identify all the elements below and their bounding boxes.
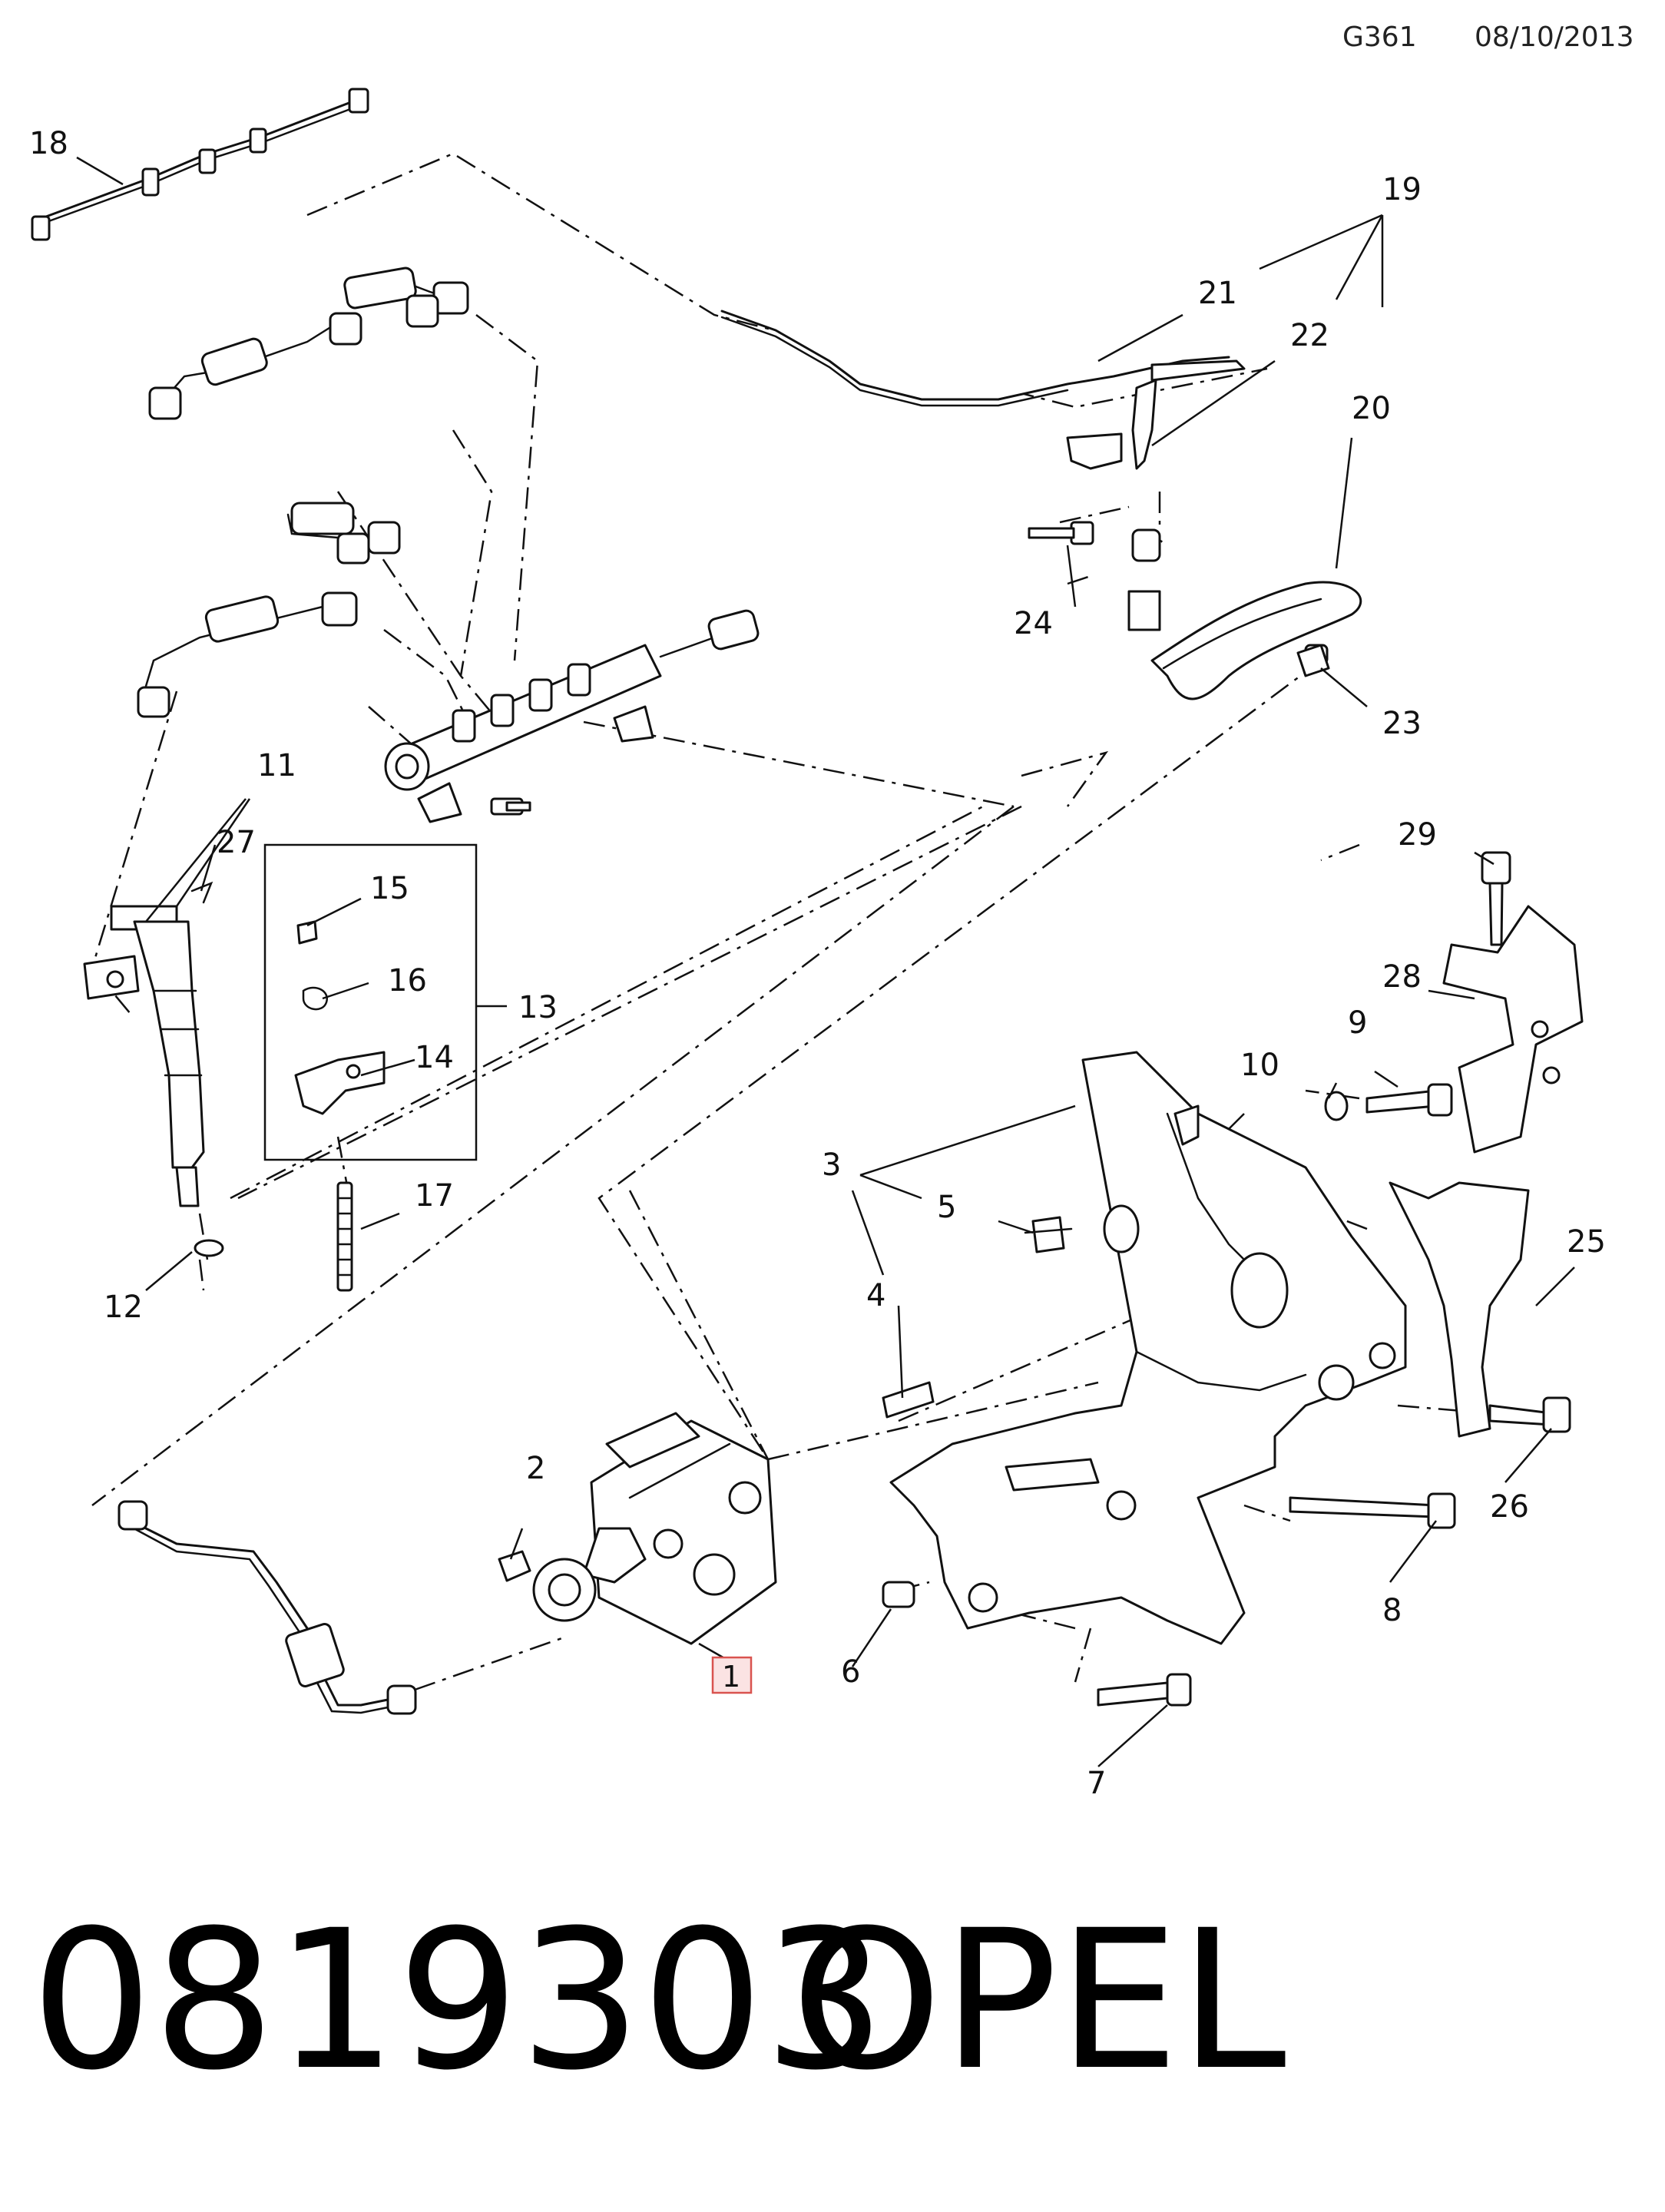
- return-line-manifold: [31, 88, 369, 241]
- diagram-code: G361: [1342, 22, 1417, 53]
- callout-22: 22: [1290, 318, 1329, 353]
- callout-9: 9: [1348, 1005, 1367, 1041]
- callout-19: 19: [1382, 172, 1422, 207]
- callout-18: 18: [29, 126, 68, 161]
- callout-13: 13: [518, 990, 558, 1025]
- dowel-4: [882, 1381, 935, 1419]
- callout-1-highlight: [711, 1656, 753, 1694]
- callout-labels: 18 19 21 22 20 24 23 11 27 15 16 13 14 1…: [29, 126, 1606, 1801]
- callout-20: 20: [1352, 391, 1391, 426]
- callout-11: 11: [257, 748, 296, 783]
- callout-5: 5: [937, 1190, 956, 1225]
- nut-2: [498, 1550, 531, 1582]
- clip-27: [190, 881, 214, 904]
- callout-23: 23: [1382, 706, 1422, 741]
- callout-17: 17: [415, 1178, 454, 1214]
- callout-27: 27: [217, 825, 256, 860]
- callout-12: 12: [104, 1290, 143, 1325]
- callout-8: 8: [1382, 1593, 1402, 1628]
- part-number: 0819303: [31, 1889, 886, 2112]
- bolt-8: [1289, 1492, 1456, 1529]
- bolt-24: [1028, 521, 1094, 545]
- callout-16: 16: [388, 963, 427, 998]
- high-pressure-fuel-pump: [532, 1412, 777, 1645]
- callout-28: 28: [1382, 959, 1422, 995]
- pump-bracket: [889, 1051, 1407, 1645]
- fuel-lines-upper: [137, 267, 469, 718]
- bracket-25: [1389, 1181, 1530, 1438]
- bracket-28: [1442, 905, 1584, 1154]
- callout-14: 14: [415, 1040, 454, 1075]
- sleeve-6: [882, 1581, 915, 1608]
- leader-lines: [76, 156, 1575, 1767]
- bolt-26: [1488, 1396, 1571, 1433]
- stud-17: [336, 1181, 353, 1292]
- fuel-injector: [83, 905, 205, 1207]
- grommet-5: [1024, 1216, 1073, 1253]
- callout-25: 25: [1567, 1224, 1606, 1260]
- callout-4: 4: [866, 1278, 885, 1313]
- callout-24: 24: [1014, 606, 1053, 641]
- callout-7: 7: [1087, 1766, 1106, 1801]
- washer-10: [1324, 1091, 1349, 1121]
- callout-10: 10: [1240, 1048, 1279, 1083]
- callout-6: 6: [841, 1654, 860, 1690]
- fuel-hose-assembly: [720, 310, 1362, 700]
- bolt-29: [1481, 851, 1511, 946]
- injector-clamp-kit: [263, 843, 478, 1161]
- diagram-date: 08/10/2013: [1475, 22, 1634, 53]
- callout-29: 29: [1398, 817, 1437, 853]
- seal-washer-12: [194, 1239, 224, 1257]
- callout-1: 1: [722, 1660, 740, 1694]
- bolt-7: [1097, 1673, 1192, 1707]
- callout-2: 2: [526, 1451, 545, 1486]
- callout-26: 26: [1490, 1489, 1529, 1525]
- fuel-rail: [384, 609, 760, 823]
- high-pressure-line: [118, 1500, 417, 1715]
- bolt-9: [1365, 1083, 1453, 1117]
- callout-21: 21: [1198, 276, 1237, 311]
- brand-name: OPEL: [791, 1889, 1286, 2112]
- callout-3: 3: [822, 1147, 841, 1183]
- callout-15: 15: [370, 871, 409, 906]
- assembly-lines: [91, 152, 1499, 1691]
